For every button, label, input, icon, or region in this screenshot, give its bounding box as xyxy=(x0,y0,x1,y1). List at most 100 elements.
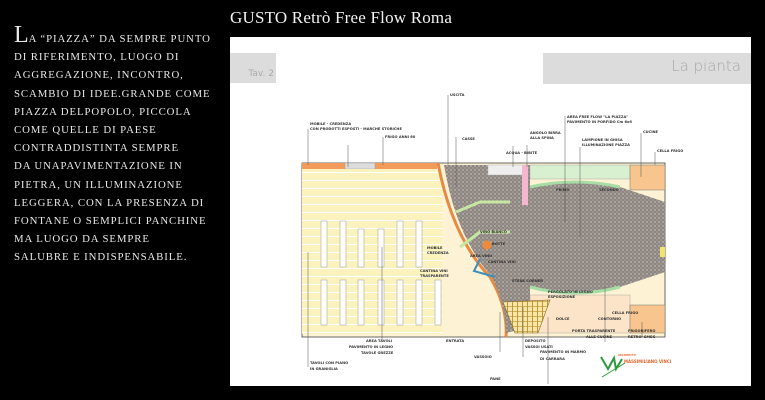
label: ALLA SPINA xyxy=(530,136,554,140)
label: DEPOSITO xyxy=(525,339,546,343)
intro-dropcap: L xyxy=(14,22,29,48)
architect-logo: ARCHITETTO MASSIMILIANO VINCI xyxy=(600,353,672,378)
intro-line: aggregazione, incontro, xyxy=(14,69,184,82)
label: SECONDO xyxy=(599,188,619,192)
label: AREA FREE FLOW "LA PIAZZA" xyxy=(567,115,628,119)
label: RETRO' SMEG xyxy=(628,335,655,339)
label: PAVIMENTO IN LEGNO xyxy=(349,345,393,349)
label: AREA TAVOLI xyxy=(366,339,392,343)
intro-text: La “piazza” da sempre punto di riferimen… xyxy=(14,23,224,267)
intro-line: leggera, con la presenza di xyxy=(14,196,205,209)
cella-frigo-bottom xyxy=(629,304,666,334)
label: PAVIMENTO IN MARMO xyxy=(540,350,586,354)
label: ACQUA - BIBITE xyxy=(506,151,538,155)
label: VINO BIANCO xyxy=(480,230,507,234)
plan-shape xyxy=(339,220,347,268)
label: CONTORNO xyxy=(598,317,621,321)
frigo-anni-60 xyxy=(344,162,376,170)
label: ENTRATA xyxy=(446,339,464,343)
logo-tag: ARCHITETTO xyxy=(618,353,636,357)
label: TAVOLI CON PIANO xyxy=(310,361,348,365)
plan-shape xyxy=(415,220,423,268)
intro-line: da unapavimentazione in xyxy=(14,160,183,173)
plan-shape xyxy=(396,279,404,326)
label: AREA VINO xyxy=(470,254,492,258)
label: CUCINE xyxy=(643,130,659,134)
cassa-counter xyxy=(455,200,510,214)
plan-shape xyxy=(459,230,510,249)
floor-plan-panel: Tav. 2 La pianta xyxy=(230,37,751,386)
plan-shape xyxy=(529,180,621,189)
intro-line: di riferimento, luogo di xyxy=(14,51,180,64)
botte xyxy=(482,240,492,250)
pergolato xyxy=(502,299,551,334)
piazza-floor xyxy=(444,165,665,333)
intro-line: a “piazza” da sempre punto xyxy=(28,33,211,45)
kitchen-door xyxy=(660,247,665,257)
plan-shape xyxy=(307,95,656,384)
label: DI CARRARA xyxy=(540,357,565,361)
plan-shape xyxy=(377,279,385,326)
logo-mark-icon xyxy=(600,355,623,372)
plan-shape xyxy=(434,279,442,326)
label: CON PRODOTTI ESPOSTI - MARCHE STORICHE xyxy=(310,127,402,131)
label: CELLA FRIGO xyxy=(657,149,683,153)
cantina-vini xyxy=(472,258,496,278)
label: CANTINA VINI xyxy=(488,260,516,264)
label: CREDENZA xyxy=(427,251,449,255)
label: FRIGORIFERO xyxy=(628,329,655,333)
tab-label: Tav. 2 xyxy=(230,53,276,83)
label: CANTINA VINI xyxy=(420,269,448,273)
logo-name: MASSIMILIANO VINCI xyxy=(624,359,672,364)
label: CELLA FRIGO xyxy=(612,311,638,315)
label: VASSOIO xyxy=(474,355,492,359)
intro-line: pietra, un illuminazione xyxy=(14,178,183,191)
plan-shape xyxy=(357,279,365,326)
label: PAVIMENTO IN PORFIDO Cm 6x6 xyxy=(567,120,632,124)
plan-shape xyxy=(339,279,347,326)
intro-line: fontane o semplici panchine xyxy=(14,215,207,228)
cella-frigo-top xyxy=(629,164,666,191)
label: DOLCE xyxy=(556,317,570,321)
label: ANGOLO BIRRA xyxy=(530,131,561,135)
label: CASSE xyxy=(462,137,475,141)
plan-shape xyxy=(415,279,423,326)
plan-shape xyxy=(601,362,626,378)
intro-line: scambio di idee.grande come xyxy=(14,87,211,100)
label: BOTTE xyxy=(492,242,506,246)
label: IN GRANIGLIA xyxy=(310,367,338,371)
label: ILLUMINAZIONE PIAZZA xyxy=(582,143,630,147)
label: ALLE CUCINE xyxy=(586,335,613,339)
intro-line: ma luogo da sempre xyxy=(14,233,150,246)
label: PERGOLATO IN LEGNO xyxy=(548,290,593,294)
plan-shape xyxy=(396,220,404,268)
label: PORTA TRASPARENTE xyxy=(572,329,616,333)
label: MOBILE xyxy=(427,246,443,250)
intro-line: contraddistinta sempre xyxy=(14,142,180,155)
intro-line: come quelle di paese xyxy=(14,124,157,137)
label: PANE xyxy=(490,377,501,381)
beer-corner xyxy=(522,165,528,205)
label: LAMPIONE IN GHISA xyxy=(582,138,623,142)
label: ESPOSIZIONE xyxy=(548,295,576,299)
plan-shape xyxy=(377,228,385,268)
page-title: GUSTO Retrò Free Flow Roma xyxy=(230,8,453,27)
label: PRIMO xyxy=(556,188,569,192)
plan-shape xyxy=(320,220,328,268)
label: MOBILE - CREDENZA xyxy=(310,122,351,126)
label: TRASPARENTE xyxy=(420,274,449,278)
plan-shape xyxy=(357,228,365,268)
intro-line: salubre e indispensabile. xyxy=(14,251,188,264)
label: STEAK CORNER xyxy=(512,279,543,283)
label: USCITA xyxy=(450,93,465,97)
plan-shape xyxy=(320,279,328,326)
floor-plan-drawing: MOBILE - CREDENZA CON PRODOTTI ESPOSTI -… xyxy=(301,93,683,384)
plan-shape: MOBILE - CREDENZA CON PRODOTTI ESPOSTI -… xyxy=(310,93,683,381)
intro-line: piazza delpopolo, piccola xyxy=(14,105,192,118)
label: TAVOLE GREZZE xyxy=(361,351,394,355)
label: FRIGO ANNI 60 xyxy=(385,135,416,139)
plan-heading: La pianta xyxy=(543,53,751,84)
label: VASSOI USATI xyxy=(525,345,553,349)
plan-shape xyxy=(529,285,621,295)
tables xyxy=(320,220,442,326)
